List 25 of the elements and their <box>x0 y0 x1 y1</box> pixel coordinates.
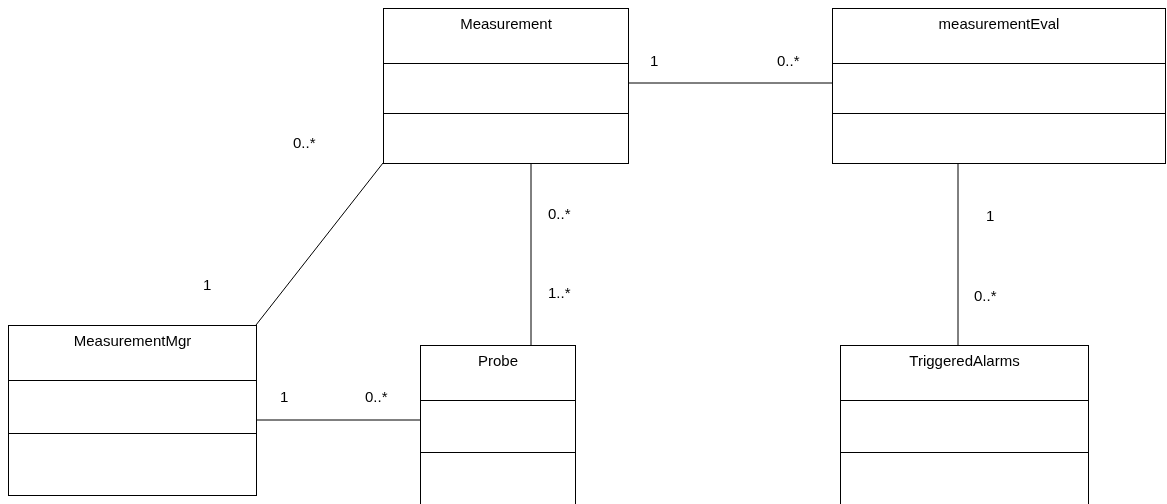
multiplicity-label: 1 <box>650 52 659 69</box>
class-name: TriggeredAlarms <box>908 351 1021 369</box>
multiplicity-label: 0..* <box>974 287 997 304</box>
multiplicity-label: 0..* <box>293 134 316 151</box>
class-box <box>840 345 1089 504</box>
association-line <box>530 162 532 346</box>
multiplicity-label: 1 <box>203 276 212 293</box>
association-line <box>255 419 421 421</box>
class-name: Measurement <box>459 14 553 32</box>
class-name: measurementEval <box>937 14 1061 32</box>
multiplicity-label: 1 <box>280 388 289 405</box>
class-box <box>8 325 257 496</box>
multiplicity-label: 1 <box>986 207 995 224</box>
class-box <box>832 8 1166 164</box>
association-line <box>627 82 833 84</box>
class-name: MeasurementMgr <box>72 331 193 349</box>
class-box <box>420 345 576 504</box>
multiplicity-label: 1..* <box>548 284 571 301</box>
association-line <box>255 162 384 326</box>
multiplicity-label: 0..* <box>365 388 388 405</box>
multiplicity-label: 0..* <box>548 205 571 222</box>
association-line <box>957 162 959 346</box>
class-box <box>383 8 629 164</box>
multiplicity-label: 0..* <box>777 52 800 69</box>
class-name: Probe <box>477 351 519 369</box>
